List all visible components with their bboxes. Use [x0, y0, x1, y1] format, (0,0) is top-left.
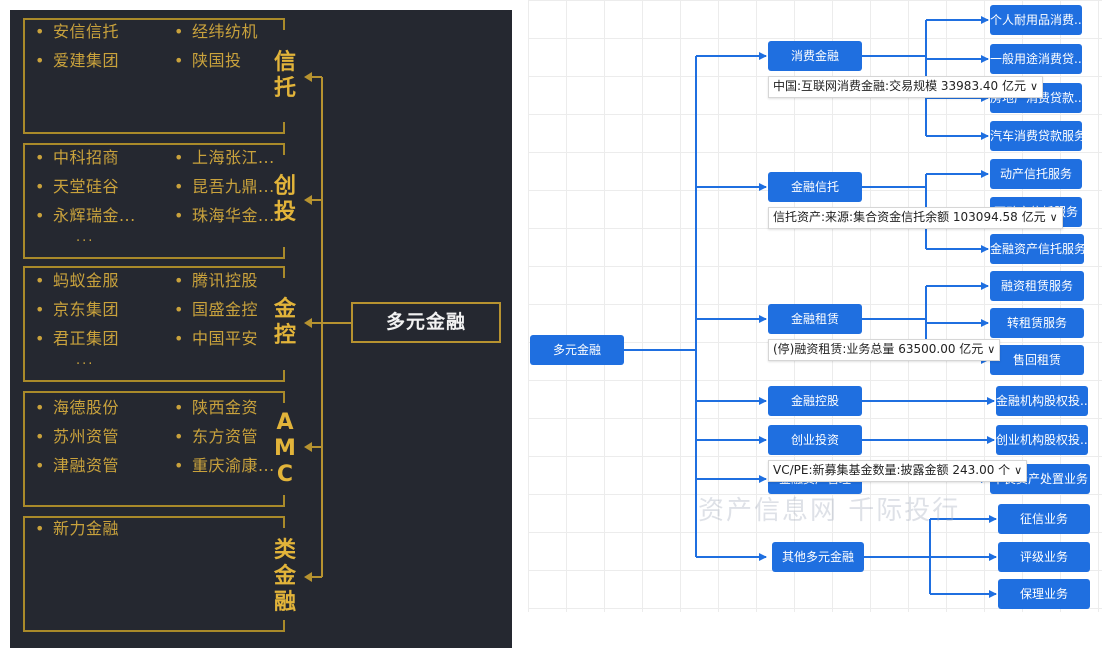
leaf-node[interactable]: 创业机构股权投... — [996, 425, 1088, 455]
category-node[interactable]: 创业投资 — [768, 425, 862, 455]
tooltip-text: 中国:互联网消费金融:交易规模 33983.40 亿元 — [773, 79, 1026, 93]
left-mindmap-panel: 安信信托 经纬纺机 爱建集团 陕国投 信托 中科招商 上海张江... 天堂硅谷 … — [10, 10, 512, 648]
group-vc-box — [23, 143, 285, 259]
list-item: 中国平安 — [174, 325, 258, 349]
leaf-node[interactable]: 汽车消费贷款服务 — [990, 121, 1082, 151]
list-item: 君正集团 — [35, 325, 119, 349]
tooltip-text: (停)融资租赁:业务总量 63500.00 亿元 — [773, 342, 984, 356]
category-node[interactable]: 金融租赁 — [768, 304, 862, 334]
tooltip-text: VC/PE:新募集基金数量:披露金额 243.00 个 — [773, 463, 1011, 477]
group-label-trust: 信托 — [273, 50, 296, 101]
left-connectors — [304, 72, 351, 582]
more-ellipsis: ... — [76, 353, 95, 368]
leaf-node[interactable]: 售回租赁 — [990, 345, 1084, 375]
leaf-node[interactable]: 一般用途消费贷... — [990, 44, 1082, 74]
leaf-node[interactable]: 融资租赁服务 — [990, 271, 1084, 301]
list-item: 永辉瑞金... — [35, 202, 136, 226]
leaf-node[interactable]: 转租赁服务 — [990, 308, 1084, 338]
list-item: 爱建集团 — [35, 47, 119, 71]
chevron-down-icon[interactable]: ∨ — [987, 343, 996, 356]
list-item: 经纬纺机 — [174, 18, 258, 42]
list-item: 昆吾九鼎... — [174, 173, 275, 197]
list-item: 陕西金资 — [174, 394, 258, 418]
list-item: 腾讯控股 — [174, 267, 258, 291]
leaf-node[interactable]: 金融机构股权投... — [996, 386, 1088, 416]
leaf-node[interactable]: 个人耐用品消费... — [990, 5, 1082, 35]
list-item: 津融资管 — [35, 452, 119, 476]
list-item: 蚂蚁金服 — [35, 267, 119, 291]
list-item: 国盛金控 — [174, 296, 258, 320]
chevron-down-icon[interactable]: ∨ — [1049, 211, 1058, 224]
right-tree-panel: 多元金融 消费金融 金融信托 金融租赁 金融控股 创业投资 金融资产管理 其他多… — [528, 0, 1102, 612]
chevron-down-icon[interactable]: ∨ — [1029, 80, 1039, 93]
group-label-vc: 创投 — [273, 174, 296, 225]
group-quasi-finance-box — [23, 516, 285, 632]
data-tooltip[interactable]: 中国:互联网消费金融:交易规模 33983.40 亿元∨ — [768, 76, 1044, 98]
group-amc-box — [23, 391, 285, 507]
more-ellipsis: ... — [76, 230, 95, 245]
list-item: 安信信托 — [35, 18, 119, 42]
list-item: 天堂硅谷 — [35, 173, 119, 197]
leaf-node[interactable]: 不良资产处置业务 — [990, 464, 1090, 494]
data-tooltip[interactable]: 信托资产:来源:集合资金信托余额 103094.58 亿元∨ — [768, 207, 1063, 229]
leaf-node[interactable]: 征信业务 — [998, 504, 1090, 534]
category-node[interactable]: 金融信托 — [768, 172, 862, 202]
category-node[interactable]: 金融控股 — [768, 386, 862, 416]
list-item: 重庆渝康... — [174, 452, 275, 476]
list-item: 中科招商 — [35, 144, 119, 168]
list-item: 珠海华金... — [174, 202, 275, 226]
category-node[interactable]: 消费金融 — [768, 41, 862, 71]
list-item: 新力金融 — [35, 515, 119, 539]
leaf-node[interactable]: 动产信托服务 — [990, 159, 1082, 189]
tree-root-node[interactable]: 多元金融 — [530, 335, 624, 365]
leaf-node[interactable]: 金融资产信托服务 — [990, 234, 1084, 264]
center-node: 多元金融 — [351, 302, 501, 343]
list-item: 海德股份 — [35, 394, 119, 418]
list-item: 陕国投 — [174, 47, 241, 71]
list-item: 东方资管 — [174, 423, 258, 447]
tooltip-text: 信托资产:来源:集合资金信托余额 103094.58 亿元 — [773, 210, 1046, 224]
category-node[interactable]: 其他多元金融 — [772, 542, 864, 572]
leaf-node[interactable]: 评级业务 — [998, 542, 1090, 572]
chevron-down-icon[interactable]: ∨ — [1014, 464, 1023, 477]
group-label-holding: 金控 — [273, 297, 296, 348]
group-trust-box — [23, 18, 285, 134]
group-holding-box — [23, 266, 285, 382]
list-item: 上海张江... — [174, 144, 275, 168]
group-label-quasi-finance: 类金融 — [273, 538, 296, 615]
watermark: 资产信息网 千际投行 — [698, 496, 961, 526]
list-item: 苏州资管 — [35, 423, 119, 447]
list-item: 京东集团 — [35, 296, 119, 320]
data-tooltip[interactable]: VC/PE:新募集基金数量:披露金额 243.00 个∨ — [768, 460, 1028, 482]
data-tooltip[interactable]: (停)融资租赁:业务总量 63500.00 亿元∨ — [768, 339, 1001, 361]
leaf-node[interactable]: 保理业务 — [998, 579, 1090, 609]
